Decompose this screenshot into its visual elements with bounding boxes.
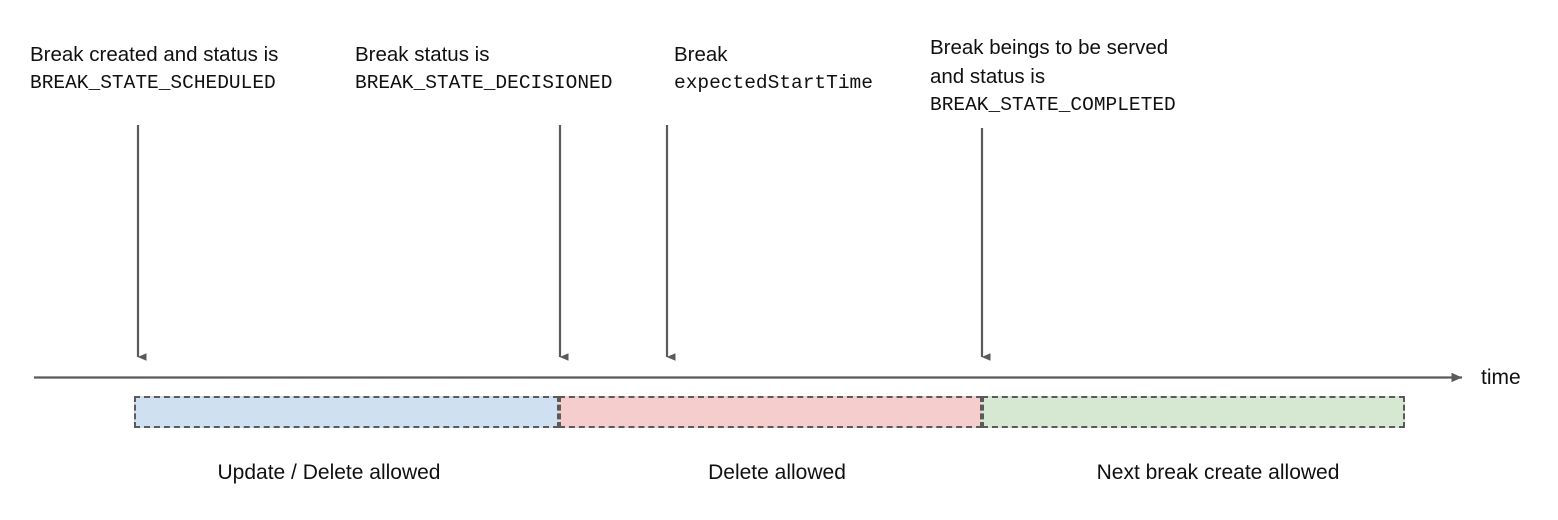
time-axis-label: time <box>1481 366 1521 389</box>
milestone-label-expected-start-time-line-1: Break <box>674 43 728 66</box>
milestone-label-completed: Break beings to be served and status is … <box>930 33 1176 120</box>
phase-caption-update-delete: Update / Delete allowed <box>217 461 441 484</box>
phase-segment-next-break-create <box>982 396 1405 428</box>
milestone-label-decisioned: Break status is BREAK_STATE_DECISIONED <box>355 40 612 98</box>
milestone-label-scheduled-line-1: Break created and status is <box>30 43 279 66</box>
milestone-label-completed-line-3: BREAK_STATE_COMPLETED <box>930 94 1176 116</box>
phase-segment-delete-only <box>559 396 982 428</box>
phase-caption-delete-only: Delete allowed <box>708 461 846 484</box>
milestone-label-completed-line-2: and status is <box>930 65 1046 88</box>
milestone-label-completed-line-1: Break beings to be served <box>930 36 1169 59</box>
milestone-label-expected-start-time: Break expectedStartTime <box>674 40 873 98</box>
milestone-label-scheduled: Break created and status is BREAK_STATE_… <box>30 40 278 98</box>
milestone-label-decisioned-line-1: Break status is <box>355 43 490 66</box>
milestone-label-decisioned-line-2: BREAK_STATE_DECISIONED <box>355 72 613 94</box>
milestone-label-scheduled-line-2: BREAK_STATE_SCHEDULED <box>30 72 276 94</box>
milestone-label-expected-start-time-line-2: expectedStartTime <box>674 72 873 94</box>
phase-segment-update-delete <box>134 396 559 428</box>
phase-caption-next-break-create: Next break create allowed <box>1096 461 1340 484</box>
